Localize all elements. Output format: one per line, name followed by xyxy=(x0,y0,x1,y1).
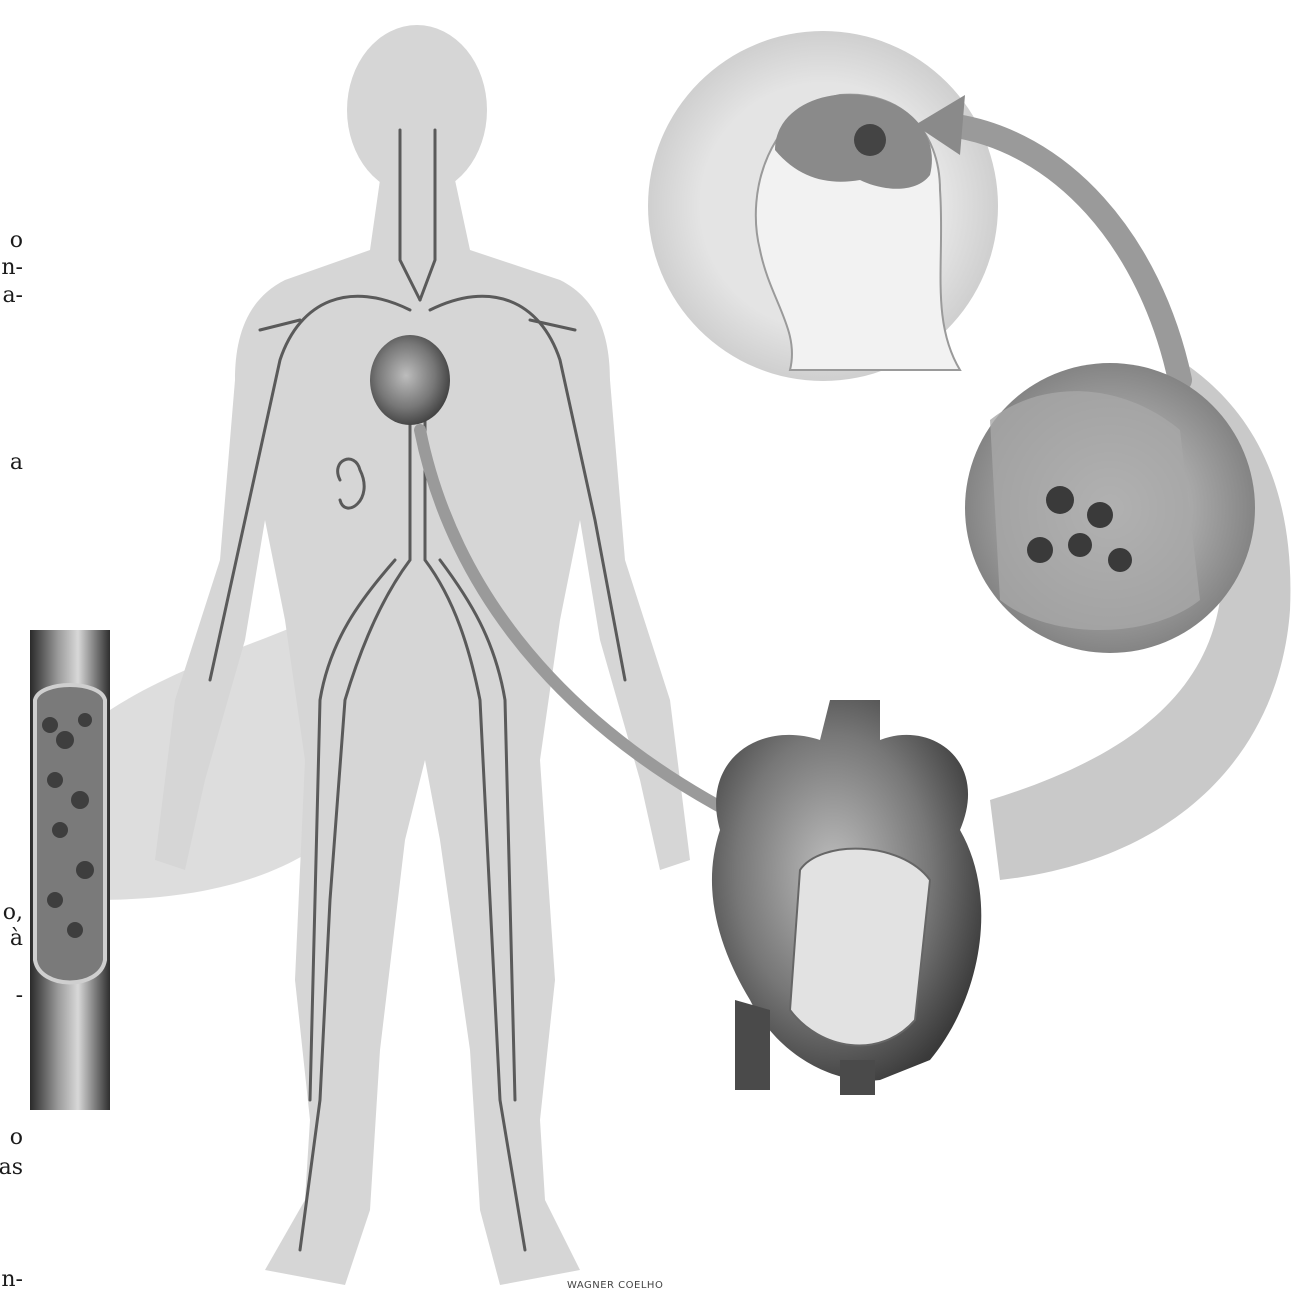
text-fragment: as xyxy=(0,1155,23,1180)
text-fragment: n- xyxy=(1,1267,23,1292)
heart-chamber-inset xyxy=(965,363,1255,653)
text-fragment: à xyxy=(10,926,23,951)
chest-heart xyxy=(370,335,450,425)
text-fragment: a- xyxy=(2,283,23,308)
heart-cross-section xyxy=(712,700,981,1095)
text-fragment: o xyxy=(10,1125,23,1150)
text-fragment: a xyxy=(10,450,23,475)
text-fragment: n- xyxy=(1,255,23,280)
head-inset xyxy=(648,31,998,381)
artist-signature: WAGNER COELHO xyxy=(567,1280,663,1291)
human-silhouette xyxy=(155,25,690,1285)
vein-inset xyxy=(30,630,110,1110)
text-fragment: o, xyxy=(3,900,23,925)
text-fragment: - xyxy=(16,983,23,1008)
text-fragment: o xyxy=(10,228,23,253)
